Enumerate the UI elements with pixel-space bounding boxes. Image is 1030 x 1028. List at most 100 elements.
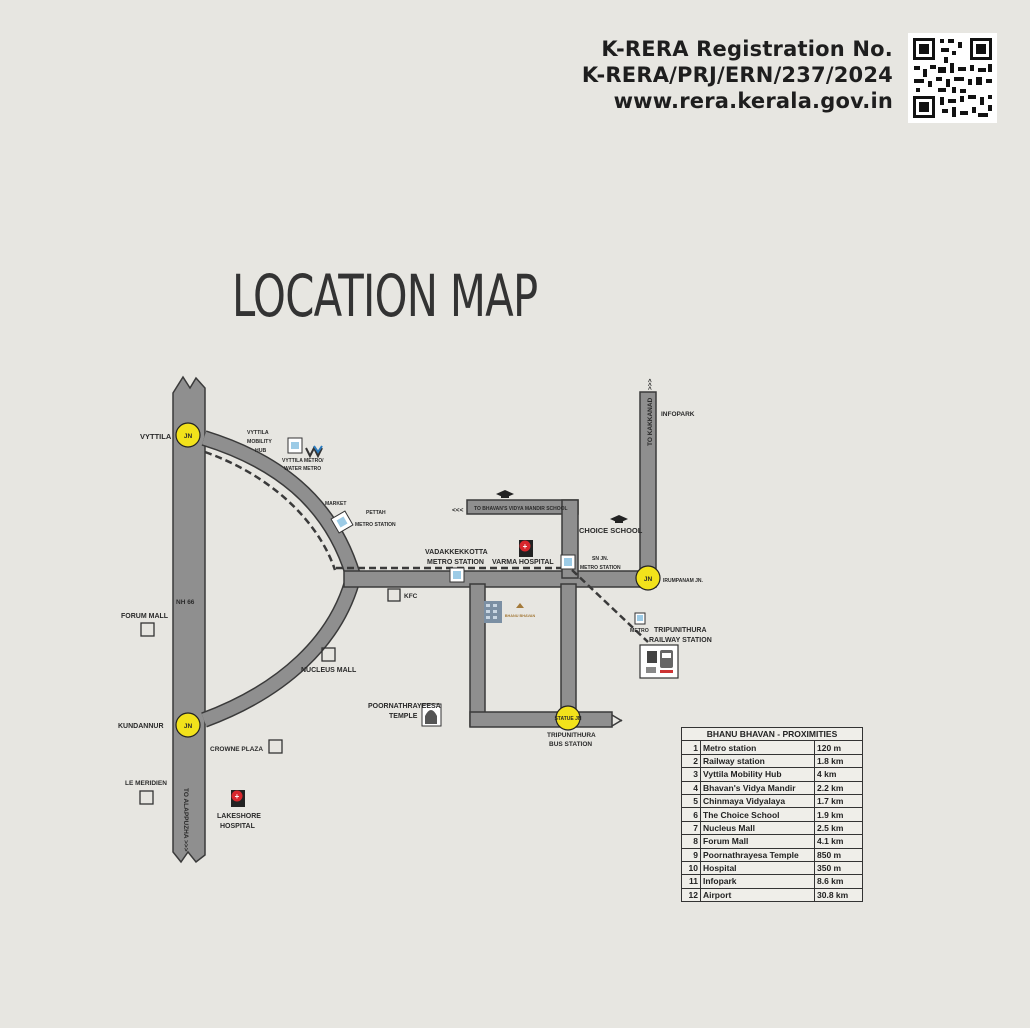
label-infopark: INFOPARK (661, 411, 695, 418)
proximity-n: 2 (681, 753, 701, 769)
forum-mall-marker (140, 622, 155, 637)
proximity-place: Metro station (700, 740, 815, 755)
label-crowne-plaza: CROWNE PLAZA (210, 746, 263, 753)
label-tripunithura-bs-2: BUS STATION (549, 741, 592, 748)
rera-line-1: K-RERA Registration No. (601, 37, 893, 61)
label-metro: METRO (630, 628, 649, 634)
proximity-place: Poornathrayesa Temple (700, 847, 815, 862)
label-arrows-left: <<< (452, 507, 464, 514)
label-vyttila-metro-1: VYTTILA METRO/ (282, 458, 324, 464)
vadakkekkotta-metro-icon (449, 567, 465, 583)
proximity-n: 11 (681, 874, 701, 889)
svg-text:JN: JN (184, 723, 193, 730)
tripunithura-metro-icon (634, 612, 646, 625)
proximity-dist: 350 m (814, 860, 863, 876)
junction-vyttila: JN (175, 422, 201, 448)
proximity-dist: 1.7 km (814, 793, 863, 809)
vyttila-metro-icon (287, 437, 303, 454)
proximity-place: Chinmaya Vidyalaya (700, 793, 815, 809)
rera-info: K-RERA Registration No. K-RERA/PRJ/ERN/2… (582, 36, 893, 114)
proximity-dist: 1.8 km (814, 753, 863, 769)
proximity-place: The Choice School (700, 807, 815, 822)
le-meridien-marker (139, 790, 154, 805)
label-nucleus-mall: NUCLEUS MALL (301, 667, 357, 674)
svg-text:+: + (235, 792, 240, 801)
label-poornathrayeesa-1: POORNATHRAYEESA (368, 703, 441, 710)
svg-text:+: + (523, 542, 528, 551)
rera-website: www.rera.kerala.gov.in (613, 89, 893, 113)
label-vyttila: VYTTILA (140, 432, 172, 441)
map-title: LOCATION MAP (232, 262, 538, 330)
label-varma-hospital: VARMA HOSPITAL (492, 559, 554, 566)
school-cap-icon-bhavans (496, 490, 514, 498)
railway-station-icon (639, 644, 679, 679)
lakeshore-hospital-icon: + (231, 790, 245, 807)
kfc-marker (387, 588, 401, 602)
water-metro-icon (305, 445, 323, 459)
nh66-road (172, 375, 206, 864)
label-pettah-2: METRO STATION (355, 522, 396, 528)
label-to-alappuzha: TO ALAPPUZHA >>> (182, 788, 189, 852)
label-kundannur: KUNDANNUR (118, 723, 164, 730)
proximity-place: Nucleus Mall (700, 820, 815, 836)
crowne-plaza-marker (268, 739, 283, 754)
label-tripunithura-rs-2: RAILWAY STATION (649, 637, 712, 644)
sn-jn-metro-icon (560, 554, 576, 570)
proximity-dist: 120 m (814, 740, 863, 755)
label-poornathrayeesa-2: TEMPLE (389, 713, 418, 720)
label-tripunithura-bs-1: TRIPUNITHURA (547, 732, 596, 739)
label-nh66: NH 66 (176, 599, 195, 606)
label-choice-school: CHOICE SCHOOL (579, 526, 643, 535)
proximity-dist: 2.5 km (814, 820, 863, 836)
proximity-n: 3 (681, 767, 701, 782)
proximity-place: Infopark (700, 874, 815, 889)
label-irumpanam: IRUMPANAM JN. (663, 578, 704, 584)
school-cap-icon-choice (610, 515, 628, 523)
label-market: MARKET (325, 501, 346, 507)
proximity-place: Airport (700, 887, 815, 903)
label-forum-mall: FORUM MALL (121, 613, 169, 620)
proximity-dist: 4.1 km (814, 834, 863, 849)
proximity-place: Bhavan's Vidya Mandir (700, 780, 815, 795)
main-road (343, 570, 650, 588)
rera-registration-number: K-RERA/PRJ/ERN/237/2024 (581, 63, 893, 87)
svg-text:JN: JN (644, 576, 653, 583)
curved-roads (201, 430, 361, 728)
proximity-dist: 8.6 km (814, 874, 863, 889)
label-lakeshore-1: LAKESHORE (217, 813, 261, 820)
label-lakeshore-2: HOSPITAL (220, 823, 256, 830)
proximity-place: Forum Mall (700, 834, 815, 849)
label-arrows-up: >>> (647, 378, 654, 390)
bhanu-bhavan-building-icon: BHANU BHAVAN (484, 601, 535, 623)
proximity-n: 1 (681, 740, 701, 755)
label-vyttila-hub-2: MOBILITY (247, 439, 272, 445)
label-vadakkekkotta-1: VADAKKEKKOTTA (425, 549, 488, 556)
label-to-bhavans: TO BHAVAN'S VIDYA MANDIR SCHOOL (474, 506, 568, 512)
nucleus-mall-marker (321, 647, 336, 662)
label-vyttila-hub-3: HUB (255, 448, 266, 454)
junction-statue: STATUE JN (554, 705, 582, 731)
metro-line (204, 450, 649, 643)
proximity-place: Vyttila Mobility Hub (700, 767, 815, 782)
proximities-title: BHANU BHAVAN - PROXIMITIES (681, 726, 863, 742)
proximity-place: Hospital (700, 860, 815, 876)
svg-text:BHANU BHAVAN: BHANU BHAVAN (505, 614, 536, 618)
label-sn-jn-2: METRO STATION (580, 565, 621, 571)
label-to-kakkanad: TO KAKKANAD (647, 397, 654, 446)
qr-code (908, 33, 997, 123)
proximity-dist: 30.8 km (814, 887, 863, 903)
label-vyttila-metro-2: WATER METRO (284, 466, 321, 472)
temple-icon (421, 703, 442, 727)
